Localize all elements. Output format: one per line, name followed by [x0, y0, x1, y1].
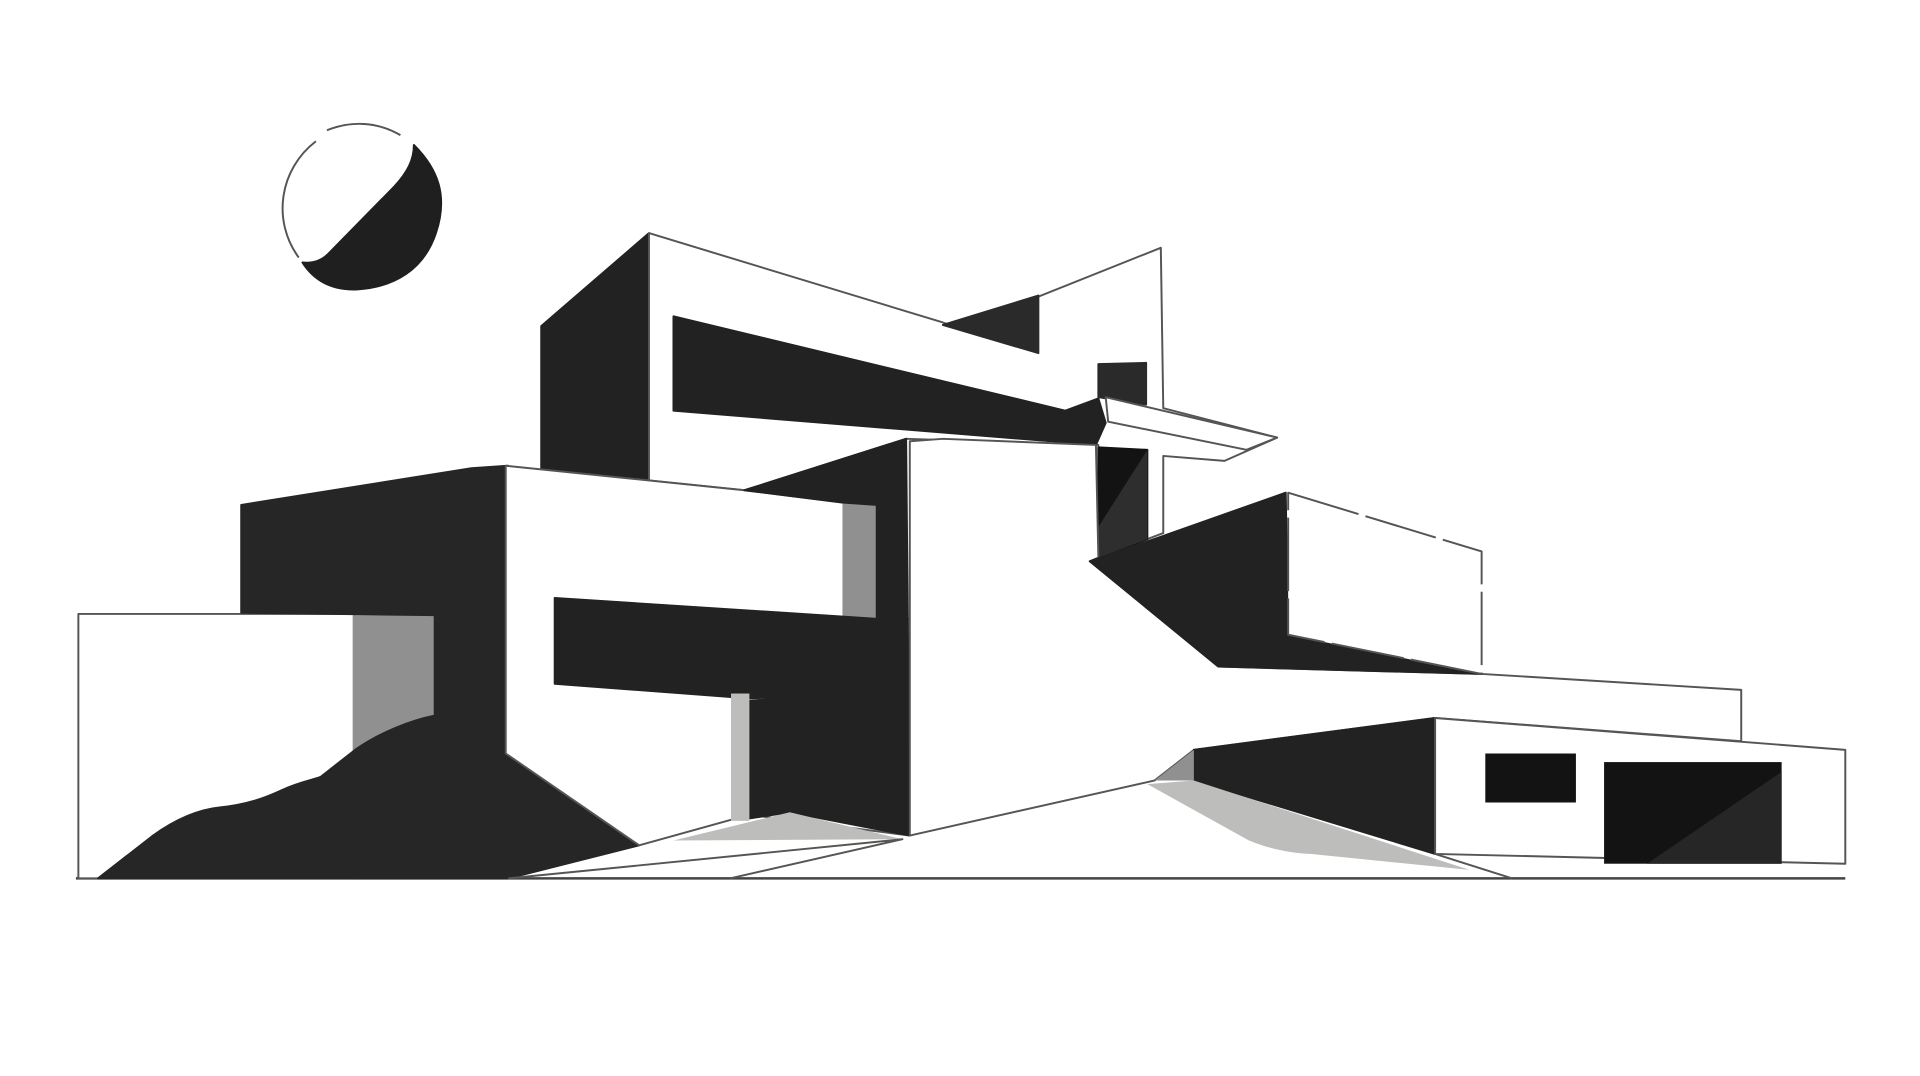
roof-dark-slab: [941, 294, 1040, 355]
balcony-slab: [1104, 396, 1279, 451]
right-white-box: [1287, 491, 1483, 675]
upper-dark-tower: [540, 232, 650, 482]
gray-pillar: [731, 693, 750, 821]
middle-gray-panel: [842, 502, 877, 619]
moon-icon: [281, 122, 443, 291]
window: [1485, 753, 1576, 803]
chimney: [1097, 361, 1148, 406]
light-shadow-front: [673, 812, 903, 841]
upper-dark-band: [672, 315, 1107, 446]
gray-shadow-right: [1147, 780, 1470, 870]
driveway-line: [1434, 852, 1513, 880]
left-dark-mass: [96, 464, 641, 880]
central-white-facade: [908, 437, 1743, 837]
path-line: [508, 838, 904, 880]
